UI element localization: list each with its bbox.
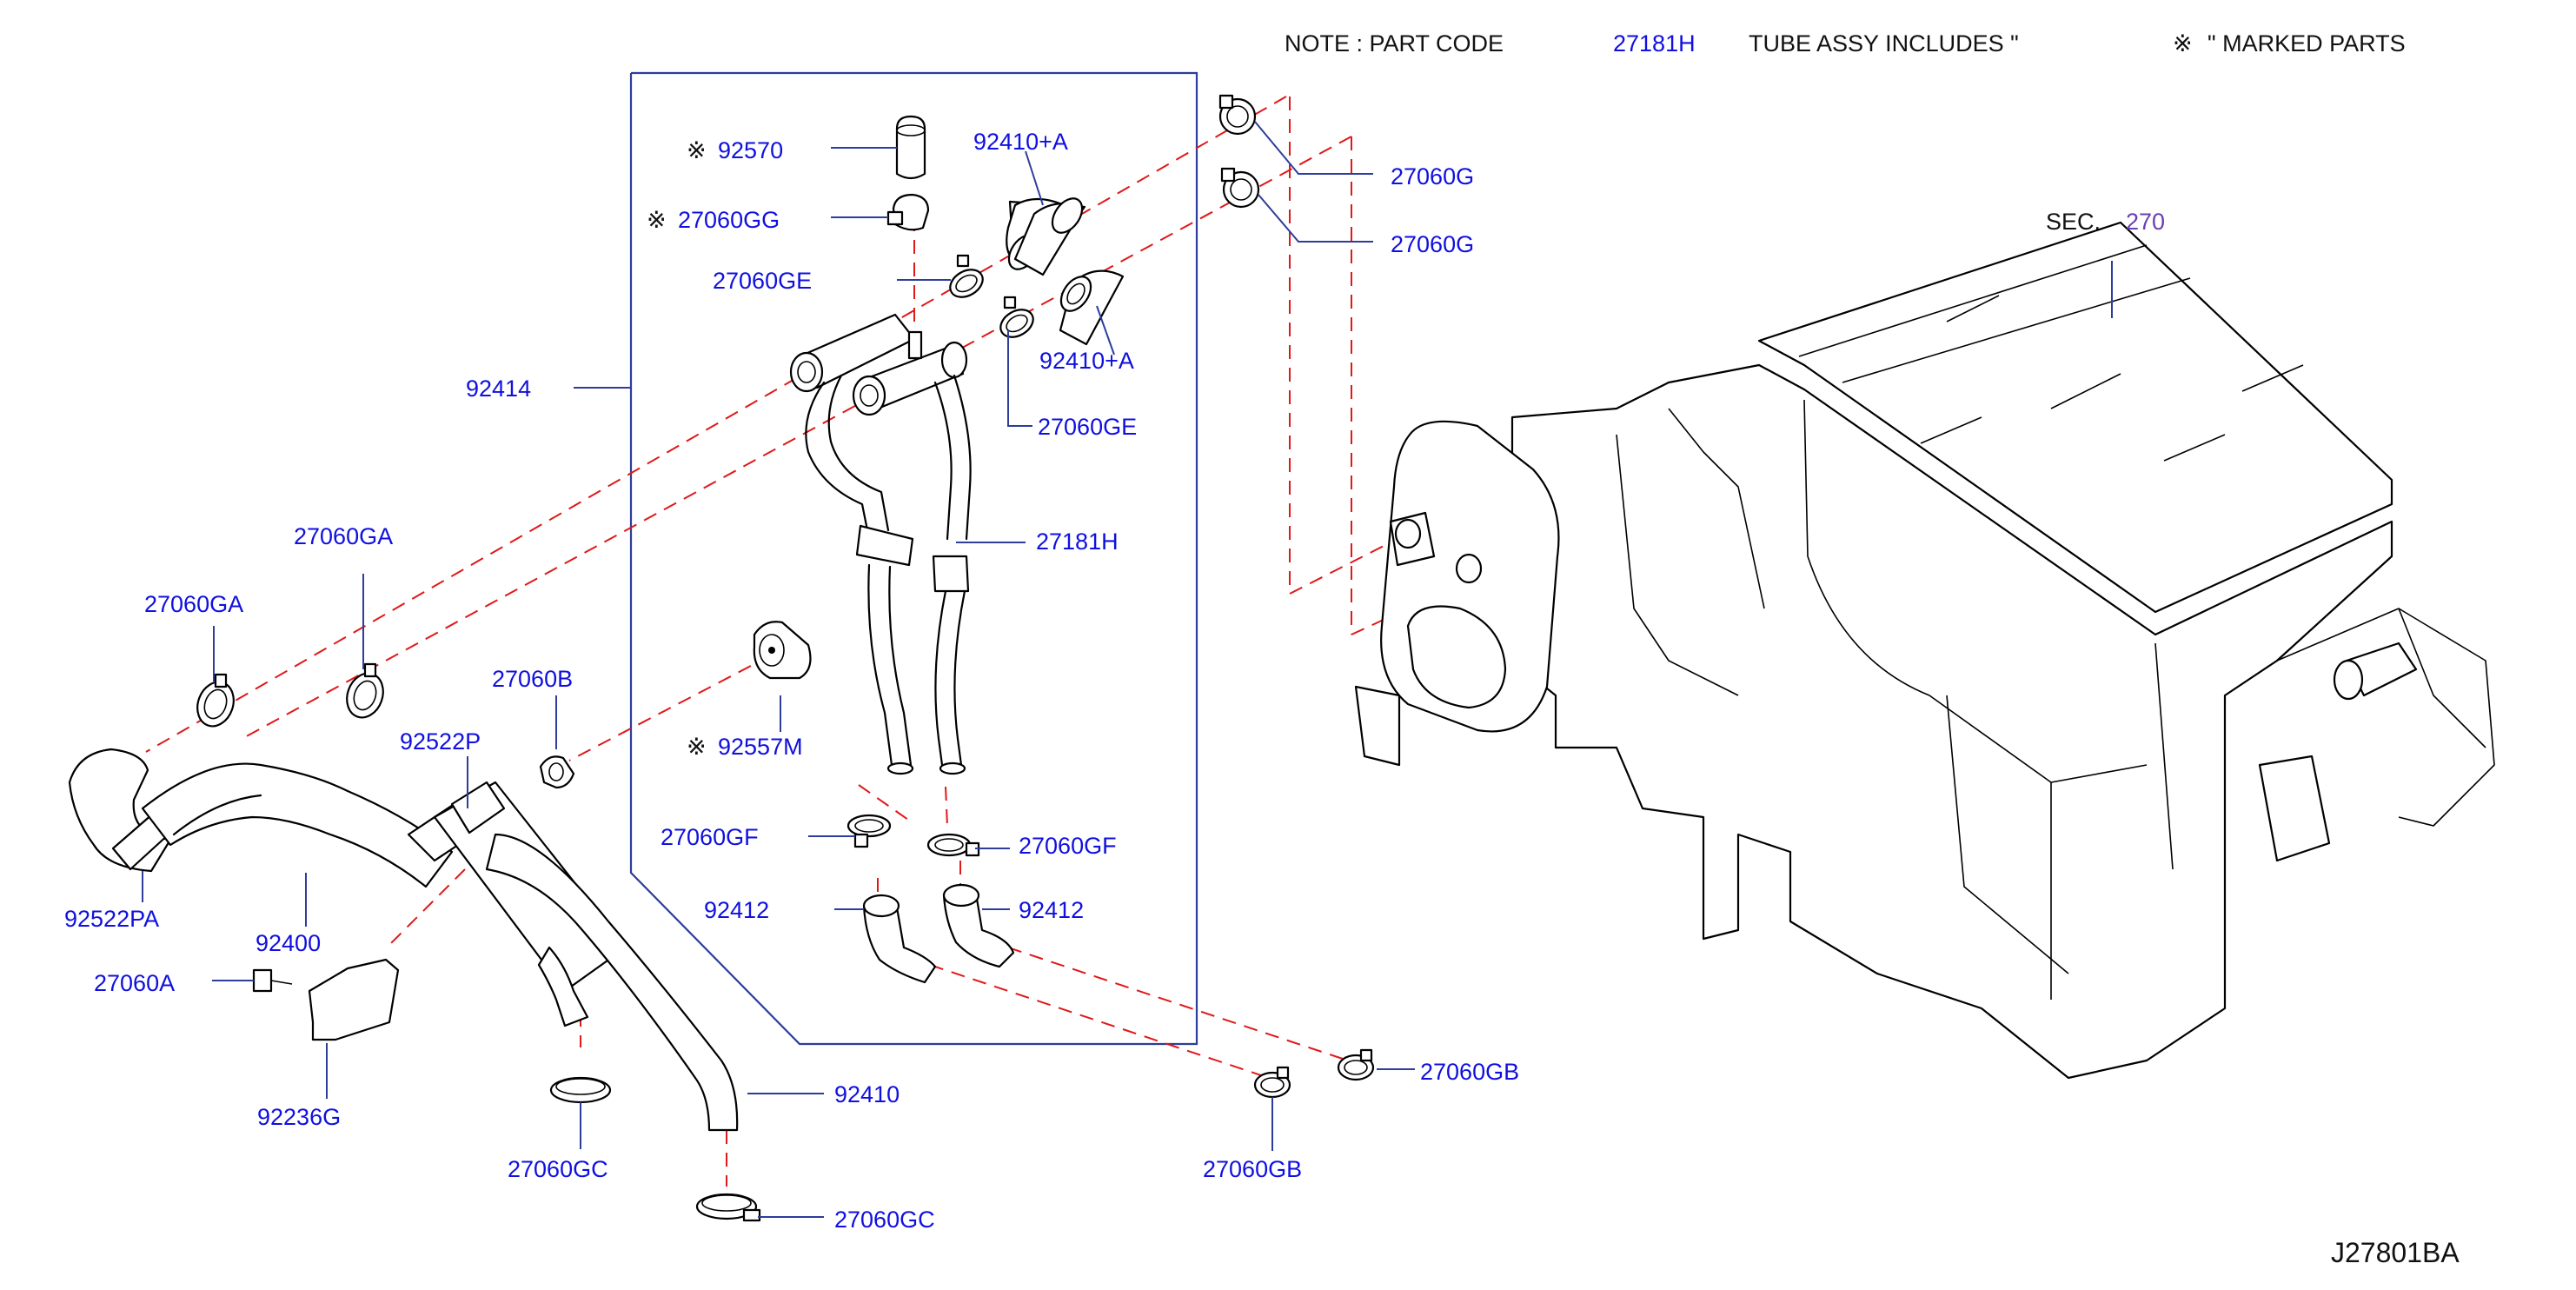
bolt-27060A — [252, 968, 293, 993]
section-reference: SEC. 270 — [2046, 209, 2165, 235]
hose-92522P — [433, 781, 627, 993]
label-27060GG: 27060GG — [678, 207, 780, 233]
label-92522PA: 92522PA — [64, 906, 159, 932]
hose-92410A-mid — [1059, 269, 1125, 346]
mark-92557M: ※ — [687, 734, 707, 760]
assembly-box — [629, 71, 1198, 1046]
label-92570: 92570 — [718, 137, 783, 163]
label-92414: 92414 — [466, 376, 531, 402]
hose-92400 — [141, 762, 488, 888]
note-suffix: TUBE ASSY INCLUDES " — [1749, 30, 2019, 57]
part-labels: ※ 92570 ※ 27060GG 92410+A 27060GE 92410+… — [64, 129, 1519, 1233]
label-27060GA-top: 27060GA — [294, 523, 393, 549]
label-27060G-top: 27060G — [1391, 163, 1474, 190]
label-92412-left: 92412 — [704, 897, 769, 923]
mark-27060GG: ※ — [647, 207, 667, 233]
heater-unit — [1354, 221, 2495, 1080]
label-27060GF-left: 27060GF — [661, 824, 759, 850]
label-27060GF-right: 27060GF — [1019, 833, 1117, 859]
elbow-92412-right — [942, 883, 1015, 968]
clip-27060GA-left — [196, 673, 235, 728]
section-number: 270 — [2126, 209, 2165, 235]
label-27060GC-bottom: 27060GC — [834, 1207, 935, 1233]
note-part-code: 27181H — [1613, 30, 1696, 57]
leader-lines — [142, 121, 1415, 1218]
cap-92570 — [895, 115, 926, 180]
grommet-92557M — [753, 621, 812, 680]
clip-27060GE-left — [949, 254, 984, 298]
hose-92410 — [485, 833, 739, 1132]
label-92557M: 92557M — [718, 734, 803, 760]
clip-27060GF-right — [926, 833, 980, 857]
label-92236G: 92236G — [257, 1104, 341, 1130]
label-92410A-mid: 92410+A — [1039, 348, 1134, 374]
label-92410: 92410 — [834, 1081, 900, 1107]
label-27060G-bottom: 27060G — [1391, 231, 1474, 257]
label-27060GB-bottom: 27060GB — [1203, 1156, 1302, 1182]
label-27060GE-right: 27060GE — [1038, 414, 1137, 440]
label-27060GB-right: 27060GB — [1420, 1059, 1519, 1085]
clip-27060GB-bottom — [1253, 1066, 1291, 1099]
dashed-flow-lines — [145, 96, 1409, 1187]
label-27060B: 27060B — [492, 666, 573, 692]
label-92412-right: 92412 — [1019, 897, 1084, 923]
bracket-92236G — [308, 958, 400, 1041]
mark-92570: ※ — [687, 137, 707, 163]
clip-27060GE-right — [999, 296, 1034, 338]
tube-assembly-27181H — [789, 313, 972, 775]
label-27060A: 27060A — [94, 970, 175, 996]
label-27060GA-left: 27060GA — [144, 591, 243, 617]
clip-27060GF-left — [846, 814, 892, 848]
clip-27060GG — [886, 193, 930, 231]
clip-27060GC-bottom — [695, 1193, 761, 1222]
grommet-27060B — [539, 755, 575, 789]
label-92400: 92400 — [256, 930, 321, 956]
label-92410A-top: 92410+A — [973, 129, 1068, 155]
note-prefix: NOTE : PART CODE — [1285, 30, 1504, 57]
clip-27060GB-right — [1337, 1048, 1375, 1081]
label-27181H: 27181H — [1036, 529, 1119, 555]
label-27060GC-left: 27060GC — [508, 1156, 608, 1182]
hose-92410A-top — [1006, 197, 1086, 276]
clip-27060G-bottom — [1220, 167, 1260, 209]
note-mark-symbol: ※ — [2173, 30, 2193, 57]
clip-27060GC-left — [549, 1076, 612, 1104]
section-prefix: SEC. — [2046, 209, 2101, 235]
clip-27060GA-top — [346, 662, 384, 719]
label-27060GE-left: 27060GE — [713, 268, 812, 294]
note-header: NOTE : PART CODE 27181H TUBE ASSY INCLUD… — [1285, 30, 2406, 57]
label-92522P: 92522P — [400, 728, 481, 755]
elbow-92412-left — [862, 894, 937, 984]
clip-27060G-top — [1218, 94, 1257, 136]
drawing-id: J27801BA — [2331, 1237, 2460, 1268]
note-mark-suffix: " MARKED PARTS — [2208, 30, 2406, 57]
